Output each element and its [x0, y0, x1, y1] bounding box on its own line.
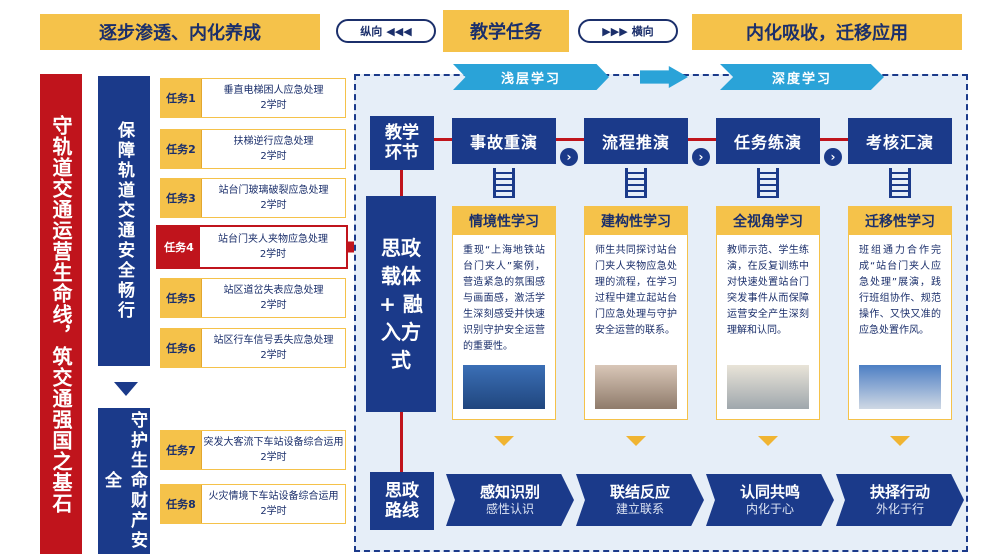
task-hours: 2学时 [260, 506, 287, 517]
task-name: 站区行车信号丢失应急处理 [213, 335, 334, 346]
horizontal-pill-label: 横向 [631, 25, 654, 38]
task-item-1[interactable]: 任务1 垂直电梯困人应急处理 2学时 [160, 78, 346, 118]
learning-card-1: 情境性学习 重现“上海地铁站台门夹人”案例，营造紧急的氛围感与画面感，激活学生深… [452, 206, 556, 420]
route-step-3: 认同共鸣 内化于心 [706, 474, 834, 526]
stage-2: 流程推演 [584, 118, 688, 164]
task-name: 站台门夹人夹物应急处理 [218, 234, 328, 245]
header-left-banner: 逐步渗透、内化养成 [40, 14, 320, 50]
task-hours: 2学时 [260, 350, 287, 361]
vertical-pill-label: 纵向 [360, 25, 383, 38]
track-ladder-icon [889, 168, 911, 198]
task-item-3[interactable]: 任务3 站台门玻璃破裂应急处理 2学时 [160, 178, 346, 218]
task-label: 任务8 [161, 485, 202, 523]
next-icon: › [692, 148, 710, 166]
task-name: 火灾情境下车站设备综合运用 [208, 491, 339, 502]
route-step-main: 抉择行动 [869, 483, 930, 501]
group1-label: 保障轨道交通安全畅行 [98, 76, 150, 366]
stage-4: 考核汇演 [848, 118, 952, 164]
carrier-label: 思政载体 + 融入方式 [366, 196, 436, 412]
task-name: 垂直电梯困人应急处理 [223, 85, 324, 96]
group2-label: 守护生命财产安全 [98, 408, 150, 554]
task-label: 任务6 [161, 329, 202, 367]
route-step-4: 抉择行动 外化于行 [836, 474, 964, 526]
task-name: 突发大客流下车站设备综合运用 [203, 437, 344, 448]
task-item-5[interactable]: 任务5 站区道岔失表应急处理 2学时 [160, 278, 346, 318]
task-name: 站区道岔失表应急处理 [223, 285, 324, 296]
stage-1: 事故重演 [452, 118, 556, 164]
phase-divider-icon [640, 66, 688, 88]
learning-card-title: 建构性学习 [585, 207, 687, 235]
next-icon: › [824, 148, 842, 166]
route-step-1: 感知识别 感性认识 [446, 474, 574, 526]
training-photo-image [727, 365, 809, 409]
learning-card-text: 教师示范、学生练演，在反复训练中对快速处置站台门突发事件从而保障运营安全产生深刻… [727, 245, 809, 336]
case-photo-image [463, 365, 545, 409]
down-arrow-icon [758, 436, 778, 446]
track-ladder-icon [757, 168, 779, 198]
horizontal-pill: ▶▶▶ 横向 [578, 19, 678, 43]
header-center-banner: 教学任务 [443, 10, 569, 52]
down-arrow-icon [626, 436, 646, 446]
task-item-2[interactable]: 任务2 扶梯逆行应急处理 2学时 [160, 129, 346, 169]
route-step-sub: 建立联系 [615, 502, 664, 516]
left-arrows-icon: ◀◀◀ [386, 24, 412, 38]
classroom-photo-image [595, 365, 677, 409]
main-title: 守轨道交通运营生命线，筑交通强国之基石 [40, 74, 82, 554]
learning-card-title: 全视角学习 [717, 207, 819, 235]
route-step-main: 感知识别 [479, 483, 540, 501]
task-hours: 2学时 [260, 300, 287, 311]
task-hours: 2学时 [259, 249, 287, 260]
phase-deep: 深度学习 [720, 64, 884, 90]
learning-card-text: 重现“上海地铁站台门夹人”案例，营造紧急的氛围感与画面感，激活学生深刻感受并快速… [463, 245, 545, 352]
task-hours: 2学时 [260, 100, 287, 111]
task-hours: 2学时 [260, 151, 287, 162]
teaching-link-label: 教学环节 [370, 116, 434, 170]
group-down-arrow [114, 382, 138, 396]
down-arrow-icon [494, 436, 514, 446]
route-step-2: 联结反应 建立联系 [576, 474, 704, 526]
task-label: 任务4 [158, 227, 200, 267]
phase-shallow: 浅层学习 [453, 64, 609, 90]
route-step-sub: 内化于心 [745, 502, 794, 516]
track-ladder-icon [625, 168, 647, 198]
task-label: 任务1 [161, 79, 202, 117]
learning-card-3: 全视角学习 教师示范、学生练演，在反复训练中对快速处置站台门突发事件从而保障运营… [716, 206, 820, 420]
route-step-sub: 感性认识 [485, 502, 534, 516]
task-hours: 2学时 [260, 452, 287, 463]
learning-card-4: 迁移性学习 班组通力合作完成“站台门夹人应急处理”展演，践行班组协作、规范操作、… [848, 206, 952, 420]
header-right-banner: 内化吸收，迁移应用 [692, 14, 962, 50]
down-arrow-icon [890, 436, 910, 446]
learning-card-title: 情境性学习 [453, 207, 555, 235]
task-item-4[interactable]: 任务4 站台门夹人夹物应急处理 2学时 [156, 225, 348, 269]
task-item-8[interactable]: 任务8 火灾情境下车站设备综合运用 2学时 [160, 484, 346, 524]
vertical-arrow-group: 纵向 ◀◀◀ [336, 16, 436, 46]
showcase-photo-image [859, 365, 941, 409]
task-label: 任务2 [161, 130, 202, 168]
track-ladder-icon [493, 168, 515, 198]
learning-card-title: 迁移性学习 [849, 207, 951, 235]
task-label: 任务7 [161, 431, 202, 469]
learning-card-text: 班组通力合作完成“站台门夹人应急处理”展演，践行班组协作、规范操作、又快又准的应… [859, 245, 941, 336]
route-step-sub: 外化于行 [875, 502, 924, 516]
route-step-main: 联结反应 [609, 483, 670, 501]
route-step-main: 认同共鸣 [739, 483, 800, 501]
task-label: 任务5 [161, 279, 202, 317]
task-item-7[interactable]: 任务7 突发大客流下车站设备综合运用 2学时 [160, 430, 346, 470]
task-name: 扶梯逆行应急处理 [233, 136, 314, 147]
learning-card-2: 建构性学习 师生共同探讨站台门夹人夹物应急处理的流程，在学习过程中建立起站台门应… [584, 206, 688, 420]
learning-card-text: 师生共同探讨站台门夹人夹物应急处理的流程，在学习过程中建立起站台门应急处理与守护… [595, 245, 677, 336]
vertical-pill: 纵向 ◀◀◀ [336, 19, 436, 43]
stage-3: 任务练演 [716, 118, 820, 164]
route-label: 思政路线 [370, 472, 434, 530]
next-icon: › [560, 148, 578, 166]
task-hours: 2学时 [260, 200, 287, 211]
right-arrows-icon: ▶▶▶ [602, 24, 628, 38]
task-name: 站台门玻璃破裂应急处理 [218, 185, 329, 196]
task-label: 任务3 [161, 179, 202, 217]
task-item-6[interactable]: 任务6 站区行车信号丢失应急处理 2学时 [160, 328, 346, 368]
